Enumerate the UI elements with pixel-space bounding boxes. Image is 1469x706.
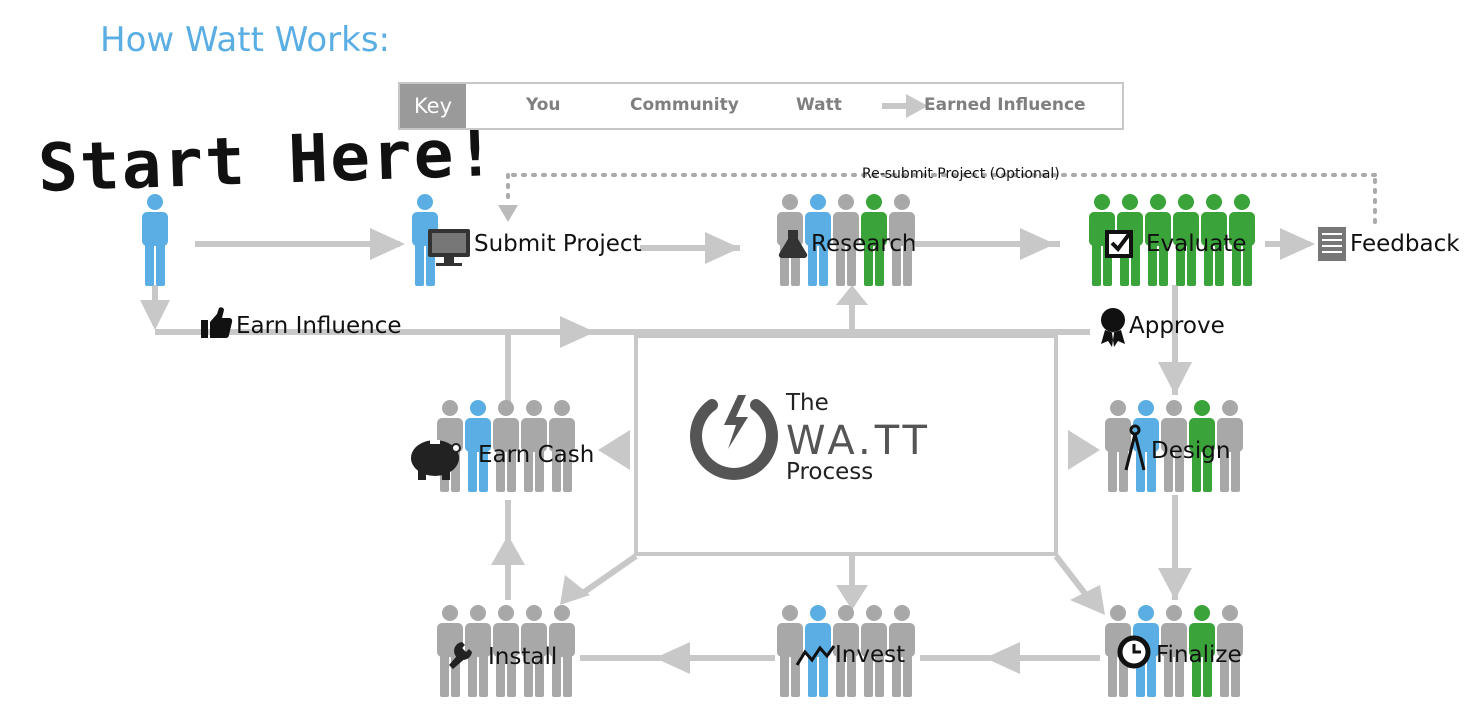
flask-icon xyxy=(778,230,808,259)
key-you-label: You xyxy=(526,95,561,115)
arrowhead xyxy=(598,430,630,470)
arrowhead xyxy=(491,535,525,565)
trend-chart-icon xyxy=(795,645,836,666)
step-finalize: Finalize xyxy=(1156,642,1242,668)
center-the-label: The xyxy=(786,390,829,416)
resubmit-label: Re-submit Project (Optional) xyxy=(862,166,1060,182)
key-earned-influence-label: Earned Influence xyxy=(924,95,1086,115)
arrowhead xyxy=(836,585,868,610)
flow-arrows xyxy=(140,173,1377,674)
clock-icon xyxy=(1117,635,1151,669)
compass-icon xyxy=(1124,424,1146,471)
step-invest: Invest xyxy=(835,642,906,668)
key-arrow-icon xyxy=(882,94,928,118)
piggy-bank-icon xyxy=(411,440,461,480)
key-community-label: Community xyxy=(630,95,739,115)
arrow-box-to-finalize xyxy=(1053,554,1093,602)
key-watt-label: Watt xyxy=(796,95,842,115)
thumbs-up-icon xyxy=(201,307,233,338)
center-process-label: Process xyxy=(786,459,874,485)
key-label: Key xyxy=(400,84,466,128)
arrowhead xyxy=(836,285,868,305)
arrowhead xyxy=(1280,228,1315,260)
center-box xyxy=(634,334,1058,556)
arrowhead xyxy=(560,575,590,605)
center-brand-label: WA.TT xyxy=(786,418,931,464)
wrench-icon xyxy=(449,642,472,669)
step-research: Research xyxy=(811,231,917,257)
page-title: How Watt Works: xyxy=(100,20,390,60)
arrowhead xyxy=(655,642,690,674)
arrow-box-to-install xyxy=(578,553,638,598)
arrowhead xyxy=(498,205,518,222)
watt-power-logo-icon xyxy=(690,395,778,480)
legend-key: Key You Community Watt Earned Influence xyxy=(398,82,1124,130)
arrowhead xyxy=(1158,568,1192,600)
arrowhead xyxy=(560,316,595,348)
step-feedback: Feedback xyxy=(1350,231,1460,257)
monitor-icon xyxy=(428,229,470,266)
arrowhead xyxy=(1068,430,1100,470)
arrowhead xyxy=(370,228,405,260)
arrowhead xyxy=(1020,228,1055,260)
step-submit-project: Submit Project xyxy=(474,231,642,257)
step-install: Install xyxy=(488,644,558,670)
step-earn-cash: Earn Cash xyxy=(478,442,595,468)
step-evaluate: Evaluate xyxy=(1146,231,1247,257)
arrowhead xyxy=(705,232,740,264)
arrowhead xyxy=(985,642,1020,674)
step-earn-influence: Earn Influence xyxy=(236,313,402,339)
document-icon xyxy=(1318,227,1346,261)
checkbox-icon xyxy=(1105,230,1133,258)
step-approve: Approve xyxy=(1129,313,1225,339)
step-design: Design xyxy=(1151,438,1231,464)
person-start xyxy=(142,194,168,286)
arrowhead xyxy=(140,300,170,330)
arrowhead xyxy=(1158,362,1192,395)
award-ribbon-icon xyxy=(1101,308,1125,347)
arrowhead xyxy=(1070,585,1105,615)
